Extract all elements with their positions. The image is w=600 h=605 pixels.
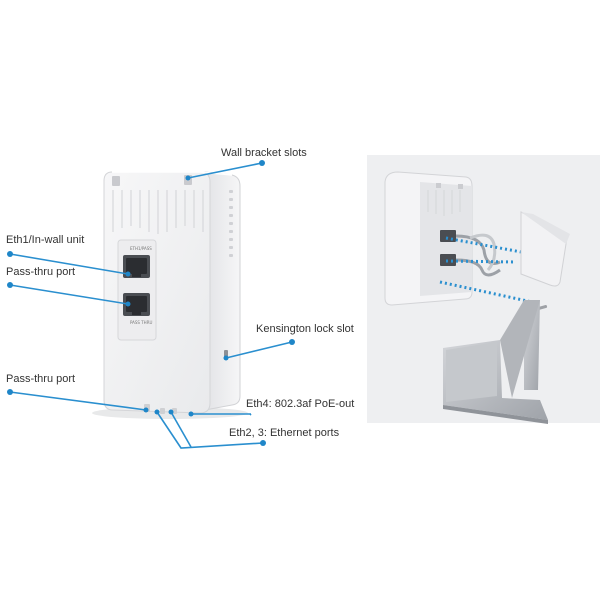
callout-lines: [7, 160, 295, 449]
callout-pass-thru-port-top: Pass-thru port: [6, 266, 76, 278]
wall-bracket-slot-left: [112, 176, 120, 186]
callout-kensington-lock-slot: Kensington lock slot: [256, 323, 354, 335]
pass-thru-port-icon: [123, 293, 150, 316]
inset-device: [384, 171, 473, 306]
stand-mount-inset: [367, 155, 600, 424]
inset-guide-lines: [439, 236, 533, 304]
side-vents: [229, 190, 233, 257]
callout-pass-thru-port-bottom: Pass-thru port: [6, 373, 76, 385]
desk-stand: [443, 300, 548, 424]
main-device-back-view: ETH1/PASS PASS THRU: [92, 171, 248, 419]
port-panel-tiny-text-bottom: PASS THRU: [130, 320, 152, 325]
callout-eth1-inwall-unit: Eth1/In-wall unit: [6, 234, 85, 246]
callout-eth2-3-ethernet-ports: Eth2, 3: Ethernet ports: [229, 427, 340, 439]
bottom-eth2-port: [160, 408, 165, 414]
port-panel-tiny-text-top: ETH1/PASS: [130, 246, 152, 251]
inset-port-upper: [440, 230, 456, 242]
callout-wall-bracket-slots: Wall bracket slots: [221, 147, 307, 159]
rear-ribs: [112, 190, 204, 234]
callout-eth4-poe-out: Eth4: 802.3af PoE-out: [246, 398, 355, 410]
